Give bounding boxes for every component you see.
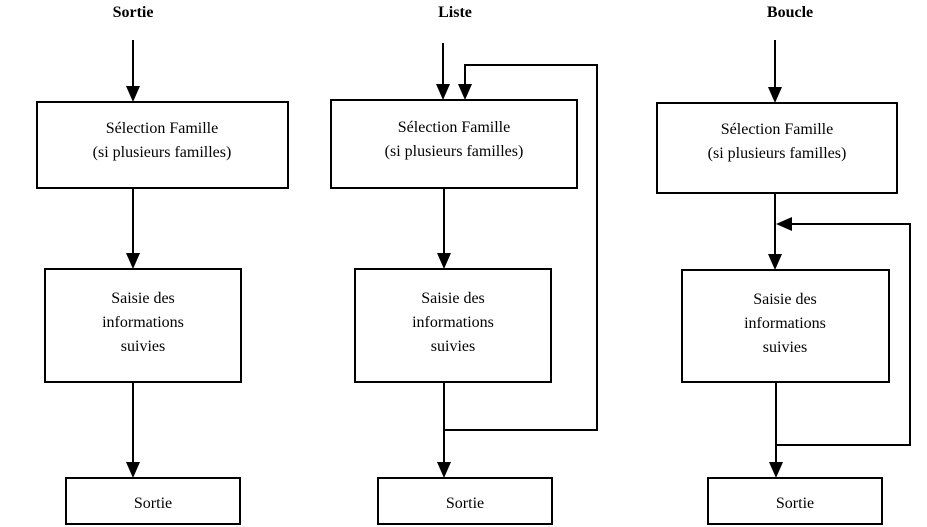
node-label-sortie-terminal: Sortie	[446, 495, 484, 512]
node-box-sortie-terminal	[707, 477, 883, 525]
node-label-selection-famille-line1: Sélection Famille	[721, 121, 833, 138]
node-selection-famille: Sélection Famille (si plusieurs familles…	[330, 99, 578, 189]
node-box-saisie-informations	[681, 269, 890, 383]
node-label-selection-famille-line2: (si plusieurs familles)	[385, 143, 524, 160]
edge-loop-back-to-saisie	[776, 217, 911, 446]
edge-saisie-to-sortie	[126, 382, 140, 478]
node-box-selection-famille	[656, 102, 898, 194]
edge-loop-back-to-selection-famille	[444, 64, 598, 431]
node-label-saisie-line3: suivies	[431, 338, 475, 355]
node-label-sortie-terminal: Sortie	[134, 495, 172, 512]
edge-saisie-to-sortie	[437, 382, 451, 478]
node-selection-famille: Sélection Famille (si plusieurs familles…	[656, 102, 898, 194]
node-sortie-terminal: Sortie	[377, 477, 553, 525]
node-saisie-informations: Saisie des informations suivies	[681, 269, 890, 383]
node-box-saisie-informations	[44, 268, 242, 383]
edge-saisie-to-sortie	[769, 382, 783, 478]
node-label-saisie-line3: suivies	[763, 339, 807, 356]
node-box-selection-famille	[330, 99, 578, 189]
node-label-saisie-line2: informations	[744, 315, 826, 332]
edge-entry-to-selection-famille	[436, 43, 450, 100]
edge-entry-to-selection-famille	[126, 40, 140, 102]
node-label-saisie-line3: suivies	[121, 338, 165, 355]
node-label-selection-famille-line2: (si plusieurs familles)	[708, 145, 847, 162]
node-saisie-informations: Saisie des informations suivies	[354, 268, 552, 383]
node-saisie-informations: Saisie des informations suivies	[44, 268, 242, 383]
node-label-saisie-line2: informations	[412, 314, 494, 331]
edge-selection-famille-to-saisie	[126, 188, 140, 269]
edge-entry-to-selection-famille	[768, 40, 782, 103]
node-label-selection-famille-line1: Sélection Famille	[398, 119, 510, 136]
node-box-sortie-terminal	[65, 477, 241, 525]
node-box-saisie-informations	[354, 268, 552, 383]
node-label-saisie-line1: Saisie des	[421, 290, 485, 307]
node-label-saisie-line1: Saisie des	[753, 291, 817, 308]
edge-selection-famille-to-saisie	[437, 188, 451, 269]
column-title-boucle: Boucle	[767, 4, 813, 21]
node-box-selection-famille	[36, 101, 289, 189]
column-title-liste: Liste	[438, 4, 472, 21]
edge-selection-famille-to-saisie	[768, 193, 782, 270]
node-label-sortie-terminal: Sortie	[776, 495, 814, 512]
node-label-selection-famille-line1: Sélection Famille	[106, 120, 218, 137]
column-sortie: Sortie Sélection Famille (si plusieurs f…	[36, 4, 289, 525]
column-boucle: Boucle Sélection Famille (si plusieurs f…	[656, 4, 911, 525]
node-label-selection-famille-line2: (si plusieurs familles)	[93, 144, 232, 161]
node-label-saisie-line1: Saisie des	[111, 290, 175, 307]
column-liste: Liste Sélection Famille (si plusieurs fa…	[330, 4, 598, 525]
node-sortie-terminal: Sortie	[707, 477, 883, 525]
node-box-sortie-terminal	[377, 477, 553, 525]
node-selection-famille: Sélection Famille (si plusieurs familles…	[36, 101, 289, 189]
node-label-saisie-line2: informations	[102, 314, 184, 331]
node-sortie-terminal: Sortie	[65, 477, 241, 525]
column-title-sortie: Sortie	[113, 4, 154, 21]
